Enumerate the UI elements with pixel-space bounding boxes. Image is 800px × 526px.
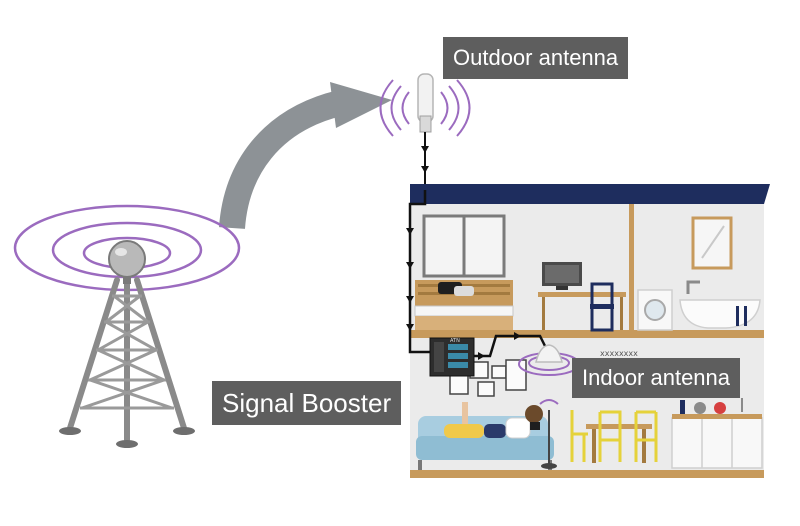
arrow-icon bbox=[219, 82, 392, 230]
signal-booster-icon: ATN bbox=[429, 337, 475, 377]
cable bbox=[406, 132, 550, 360]
outdoor-antenna-label: Outdoor antenna bbox=[443, 37, 629, 79]
cell-tower-icon bbox=[13, 204, 241, 448]
roof bbox=[410, 184, 770, 204]
signal-booster-label: Signal Booster bbox=[212, 381, 402, 425]
outdoor-antenna-icon bbox=[379, 73, 471, 137]
booster-brand: ATN bbox=[450, 338, 460, 344]
indoor-antenna-icon bbox=[518, 344, 580, 376]
indoor-antenna-label: Indoor antenna bbox=[572, 358, 741, 398]
house: xxxxxxxx bbox=[410, 184, 770, 478]
svg-text:xxxxxxxx: xxxxxxxx bbox=[600, 349, 638, 358]
